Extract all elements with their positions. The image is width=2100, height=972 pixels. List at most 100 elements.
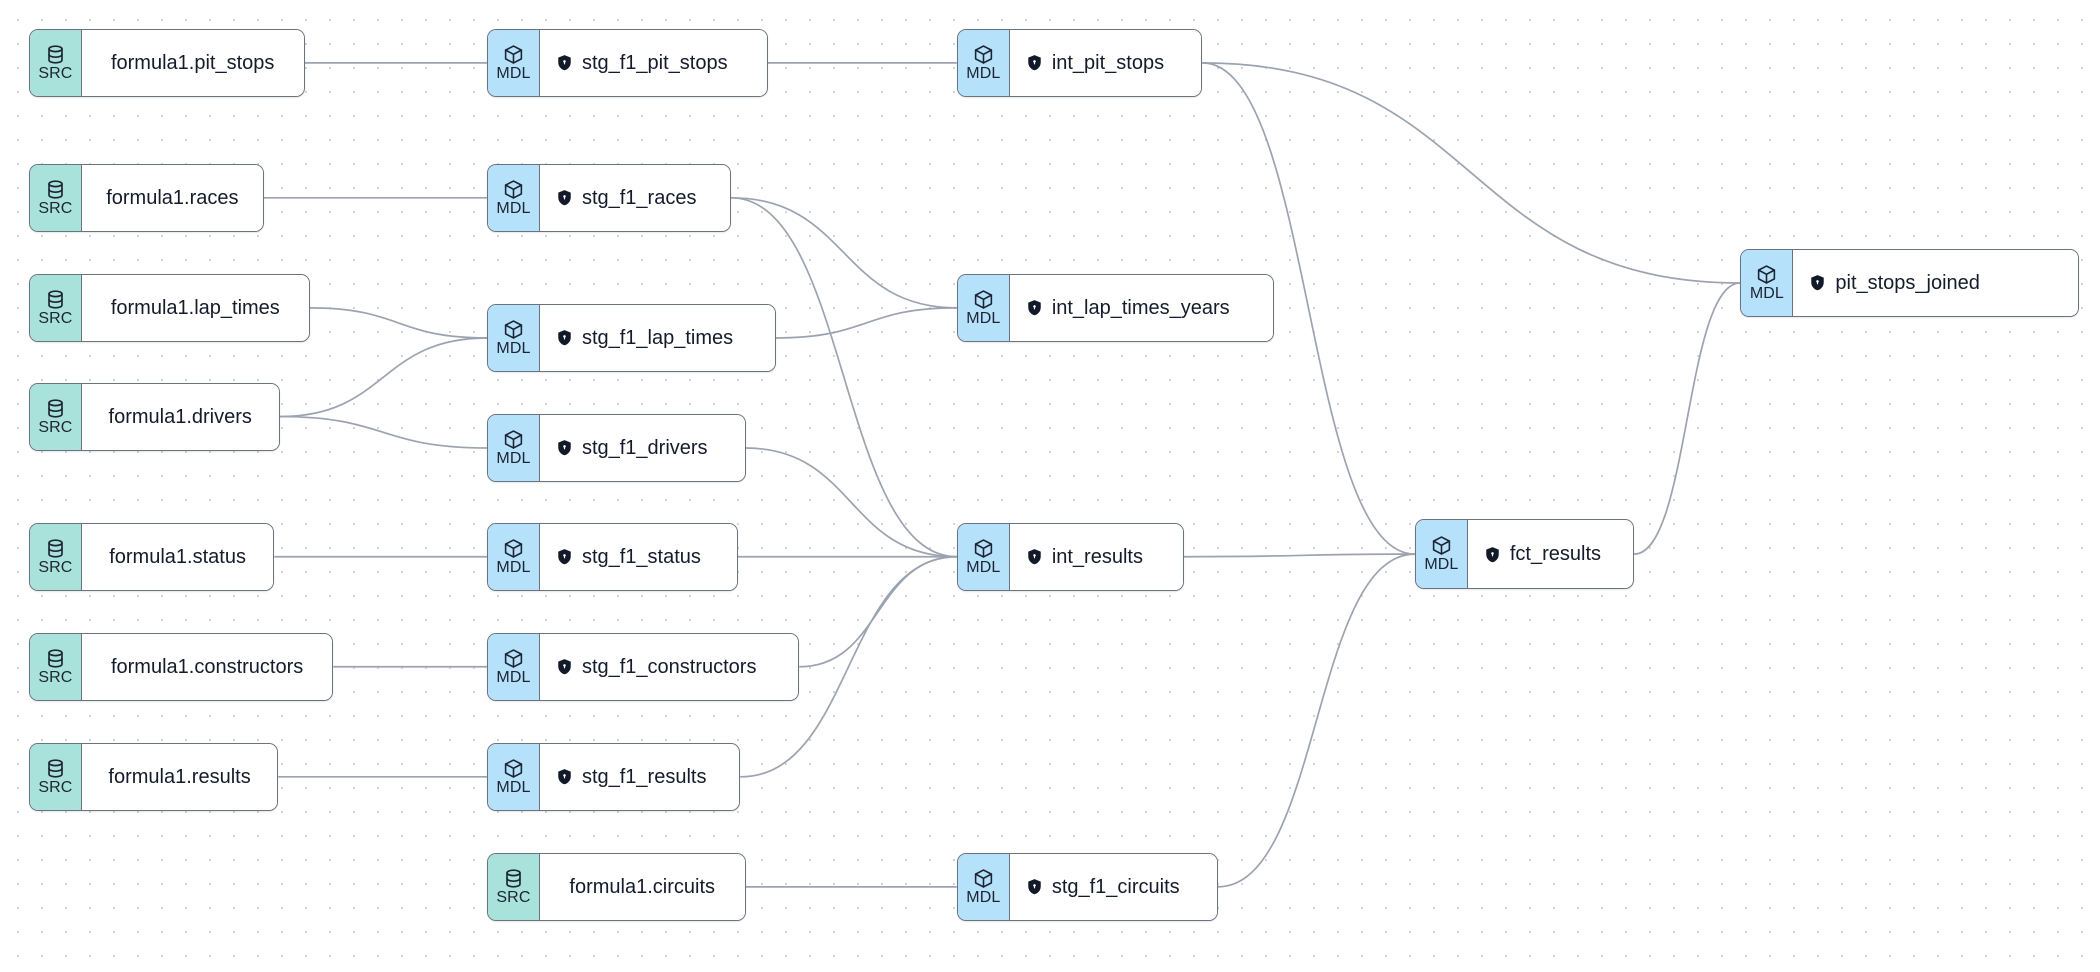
node-body: formula1.constructors: [81, 633, 333, 700]
lineage-node-int_results[interactable]: MDL int_results: [956, 522, 1184, 591]
cube-icon: [973, 44, 994, 65]
node-body: int_lap_times_years: [1009, 274, 1274, 341]
node-body: int_results: [1009, 523, 1183, 590]
badge-label: MDL: [966, 558, 1001, 576]
badge-label: MDL: [966, 888, 1001, 906]
database-icon: [45, 538, 66, 559]
node-body: formula1.status: [81, 523, 274, 590]
lineage-edge-src_drivers-to-stg_lap_times: [279, 337, 487, 418]
shield-lock-icon: [1026, 54, 1043, 71]
node-label: stg_f1_status: [581, 545, 701, 568]
lineage-node-int_pit_stops[interactable]: MDL int_pit_stops: [956, 28, 1203, 97]
badge-label: SRC: [38, 309, 73, 327]
node-body: formula1.drivers: [81, 383, 279, 450]
badge-label: MDL: [1749, 284, 1784, 302]
model-badge: MDL: [487, 633, 540, 700]
node-body: stg_f1_pit_stops: [539, 29, 767, 96]
node-label: int_lap_times_years: [1051, 296, 1230, 319]
database-icon: [45, 44, 66, 65]
badge-label: MDL: [496, 668, 531, 686]
shield-lock-icon: [556, 54, 573, 71]
lineage-node-stg_drivers[interactable]: MDL stg_f1_drivers: [486, 413, 746, 483]
cube-icon: [973, 289, 994, 310]
lineage-edge-stg_races-to-int_results: [731, 196, 957, 558]
badge-label: MDL: [496, 558, 531, 576]
source-badge: SRC: [29, 29, 82, 96]
node-label: formula1.drivers: [108, 405, 252, 428]
lineage-node-src_lap_times[interactable]: SRC formula1.lap_times: [28, 273, 310, 342]
model-badge: MDL: [957, 853, 1010, 920]
node-label: formula1.lap_times: [110, 296, 280, 319]
lineage-node-src_pit_stops[interactable]: SRC formula1.pit_stops: [28, 28, 305, 97]
model-badge: MDL: [957, 274, 1010, 341]
node-body: stg_f1_constructors: [539, 633, 799, 700]
node-label: formula1.results: [108, 765, 251, 788]
cube-icon: [503, 538, 524, 559]
lineage-edge-stg_constructors-to-int_results: [799, 555, 957, 668]
source-badge: SRC: [487, 853, 540, 920]
model-badge: MDL: [1741, 249, 1794, 316]
shield-lock-icon: [1809, 274, 1826, 291]
lineage-node-stg_status[interactable]: MDL stg_f1_status: [486, 522, 738, 591]
lineage-edge-src_drivers-to-stg_drivers: [279, 415, 487, 449]
cube-icon: [1756, 264, 1777, 285]
node-body: int_pit_stops: [1009, 29, 1202, 96]
shield-lock-icon: [556, 439, 573, 456]
lineage-edge-int_results-to-fct_results: [1183, 553, 1415, 558]
lineage-node-int_lap_times[interactable]: MDL int_lap_times_years: [956, 273, 1275, 342]
cube-icon: [503, 648, 524, 669]
shield-lock-icon: [556, 658, 573, 675]
shield-lock-icon: [556, 189, 573, 206]
lineage-edge-stg_drivers-to-int_results: [745, 447, 957, 558]
badge-label: MDL: [966, 309, 1001, 327]
node-body: stg_f1_lap_times: [539, 304, 775, 372]
badge-label: SRC: [496, 888, 531, 906]
model-badge: MDL: [487, 414, 540, 482]
node-body: formula1.lap_times: [81, 274, 309, 341]
badge-label: MDL: [496, 449, 531, 467]
node-body: stg_f1_status: [539, 523, 737, 590]
model-badge: MDL: [957, 29, 1010, 96]
database-icon: [45, 758, 66, 779]
lineage-node-stg_constructors[interactable]: MDL stg_f1_constructors: [486, 632, 800, 701]
node-label: stg_f1_races: [581, 186, 697, 209]
lineage-edge-int_pit_stops-to-pit_stops_joined: [1202, 62, 1741, 284]
badge-label: SRC: [38, 778, 73, 796]
node-label: int_pit_stops: [1051, 51, 1165, 74]
cube-icon: [973, 538, 994, 559]
lineage-node-src_results[interactable]: SRC formula1.results: [28, 742, 279, 811]
lineage-node-stg_pit_stops[interactable]: MDL stg_f1_pit_stops: [486, 28, 768, 97]
lineage-node-stg_lap_times[interactable]: MDL stg_f1_lap_times: [486, 303, 776, 373]
badge-label: MDL: [496, 64, 531, 82]
model-badge: MDL: [487, 523, 540, 590]
node-label: stg_f1_pit_stops: [581, 51, 728, 74]
node-label: stg_f1_drivers: [581, 436, 708, 459]
node-label: formula1.constructors: [110, 655, 304, 678]
shield-lock-icon: [1026, 548, 1043, 565]
database-icon: [45, 648, 66, 669]
shield-lock-icon: [556, 768, 573, 785]
node-label: formula1.pit_stops: [110, 51, 275, 74]
node-body: formula1.pit_stops: [81, 29, 304, 96]
cube-icon: [503, 44, 524, 65]
cube-icon: [503, 429, 524, 450]
model-badge: MDL: [487, 304, 540, 372]
shield-lock-icon: [556, 548, 573, 565]
node-label: stg_f1_constructors: [581, 655, 757, 678]
cube-icon: [973, 868, 994, 889]
shield-lock-icon: [1026, 299, 1043, 316]
badge-label: MDL: [496, 339, 531, 357]
source-badge: SRC: [29, 274, 82, 341]
